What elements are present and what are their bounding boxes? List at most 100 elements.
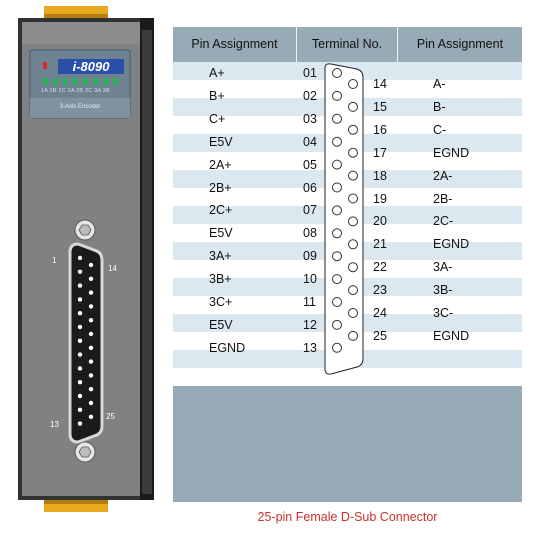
left-pin-name: A+ — [209, 66, 225, 80]
led-1c — [63, 78, 68, 85]
led-3b — [113, 78, 118, 85]
pin-label-14: 14 — [108, 264, 117, 273]
left-pin-name: EGND — [209, 340, 246, 355]
top-rail-clip-shadow — [44, 14, 108, 18]
right-terminal-number: 18 — [373, 168, 387, 183]
right-terminal-number: 15 — [373, 99, 387, 114]
module-pin — [88, 318, 94, 323]
connector-outline — [324, 63, 364, 375]
module-pin — [88, 359, 94, 364]
module-pin — [77, 352, 83, 357]
connector-pin-hole — [332, 182, 342, 193]
module-side-groove — [142, 30, 152, 494]
connector-pin-hole — [348, 101, 358, 112]
right-pin-name: EGND — [433, 328, 470, 343]
module-pin — [77, 311, 83, 316]
row-band — [173, 368, 522, 386]
right-pin-name: 2B- — [433, 191, 453, 206]
module-pin — [77, 283, 83, 288]
connector-pin-hole — [348, 216, 358, 227]
info-panel-lower — [30, 98, 130, 118]
right-terminal-number: 20 — [373, 214, 387, 229]
caption: 25-pin Female D-Sub Connector — [257, 510, 438, 524]
module-pin — [88, 276, 94, 281]
connector-pin-hole — [332, 90, 342, 101]
module-brand: i-8090 — [72, 59, 110, 74]
module-pin — [88, 290, 94, 295]
top-rail-clip — [44, 6, 108, 14]
left-pin-name: 3A+ — [209, 249, 232, 264]
left-terminal-number: 08 — [303, 226, 317, 241]
left-pin-name: B+ — [209, 88, 225, 103]
right-terminal-number: 17 — [373, 145, 387, 160]
module-pin — [77, 421, 83, 426]
connector-pin-hole — [348, 170, 358, 181]
module-pin — [88, 387, 94, 392]
connector-pin-hole — [332, 228, 342, 239]
connector-pins — [77, 255, 94, 426]
right-pin-name: 2A- — [433, 168, 453, 183]
connector-pin-hole — [332, 205, 342, 216]
header-terminal-no: Terminal No. — [311, 37, 383, 51]
left-terminal-number: 02 — [303, 88, 317, 103]
left-pin-name: 2A+ — [209, 157, 232, 172]
bottom-rail-clip-shadow — [44, 500, 108, 504]
module-pin — [77, 255, 83, 261]
left-terminal-number: 06 — [303, 180, 317, 195]
connector-pin-hole — [348, 124, 358, 135]
right-pin-name: 3A- — [433, 260, 453, 275]
led-2b — [83, 78, 88, 85]
module-pin — [77, 366, 83, 371]
connector-pin-hole — [348, 262, 358, 273]
module-face-top — [22, 22, 140, 44]
right-terminal-number: 21 — [373, 237, 387, 252]
header-divider — [296, 27, 297, 62]
connector-pin-hole — [332, 113, 342, 124]
bottom-rail-clip — [44, 504, 108, 512]
led-2a — [73, 78, 78, 85]
left-pin-name: E5V — [209, 134, 233, 149]
module-pin — [88, 304, 94, 309]
left-terminal-number: 11 — [303, 295, 316, 309]
right-pin-name: 3C- — [433, 306, 454, 320]
connector-pin-hole — [332, 274, 342, 285]
module-pin — [77, 407, 83, 412]
led-3a — [103, 78, 108, 85]
pin-label-1: 1 — [52, 256, 57, 265]
connector-pin-hole — [332, 68, 342, 78]
module-subtitle: 3-Axis Encoder — [59, 104, 101, 110]
right-pin-name: EGND — [433, 237, 470, 252]
right-terminal-number: 25 — [373, 328, 387, 343]
right-pin-name: 2C- — [433, 214, 454, 229]
right-terminal-number: 19 — [373, 191, 387, 206]
connector-pin-hole — [332, 251, 342, 262]
pin-label-25: 25 — [106, 412, 115, 421]
right-pin-name: C- — [433, 122, 447, 137]
module-pin — [88, 331, 94, 337]
module-pin — [88, 400, 94, 406]
right-terminal-number: 23 — [373, 283, 387, 298]
connector-pin-hole — [332, 297, 342, 307]
header-right-pin-assignment: Pin Assignment — [416, 37, 504, 51]
table-header: Pin Assignment Terminal No. Pin Assignme… — [173, 27, 522, 62]
left-terminal-number: 07 — [303, 203, 317, 218]
connector-pin-hole — [348, 147, 358, 158]
brand-box — [58, 59, 124, 74]
right-pin-name: A- — [433, 77, 446, 91]
header-left-pin-assignment: Pin Assignment — [191, 37, 278, 51]
left-terminal-number: 12 — [303, 317, 317, 332]
io-module: i-8090 1A 1B 1C 2A 2B 2C 3A 3B 3-Axis En… — [0, 0, 170, 538]
connector-pin-hole — [348, 239, 358, 250]
led-labels: 1A 1B 1C 2A 2B 2C 3A 3B — [41, 88, 110, 94]
left-pin-name: E5V — [209, 226, 233, 241]
module-pin — [77, 338, 83, 343]
connector-pin-hole — [332, 159, 342, 170]
left-pin-name: 3C+ — [209, 295, 233, 309]
right-pin-name: 3B- — [433, 283, 453, 298]
connector-pin-hole — [348, 308, 358, 318]
connector-pin-hole — [348, 285, 358, 296]
module-pin — [77, 380, 83, 385]
module-pin — [77, 297, 83, 302]
led-2c — [93, 78, 98, 85]
power-led — [43, 62, 47, 69]
